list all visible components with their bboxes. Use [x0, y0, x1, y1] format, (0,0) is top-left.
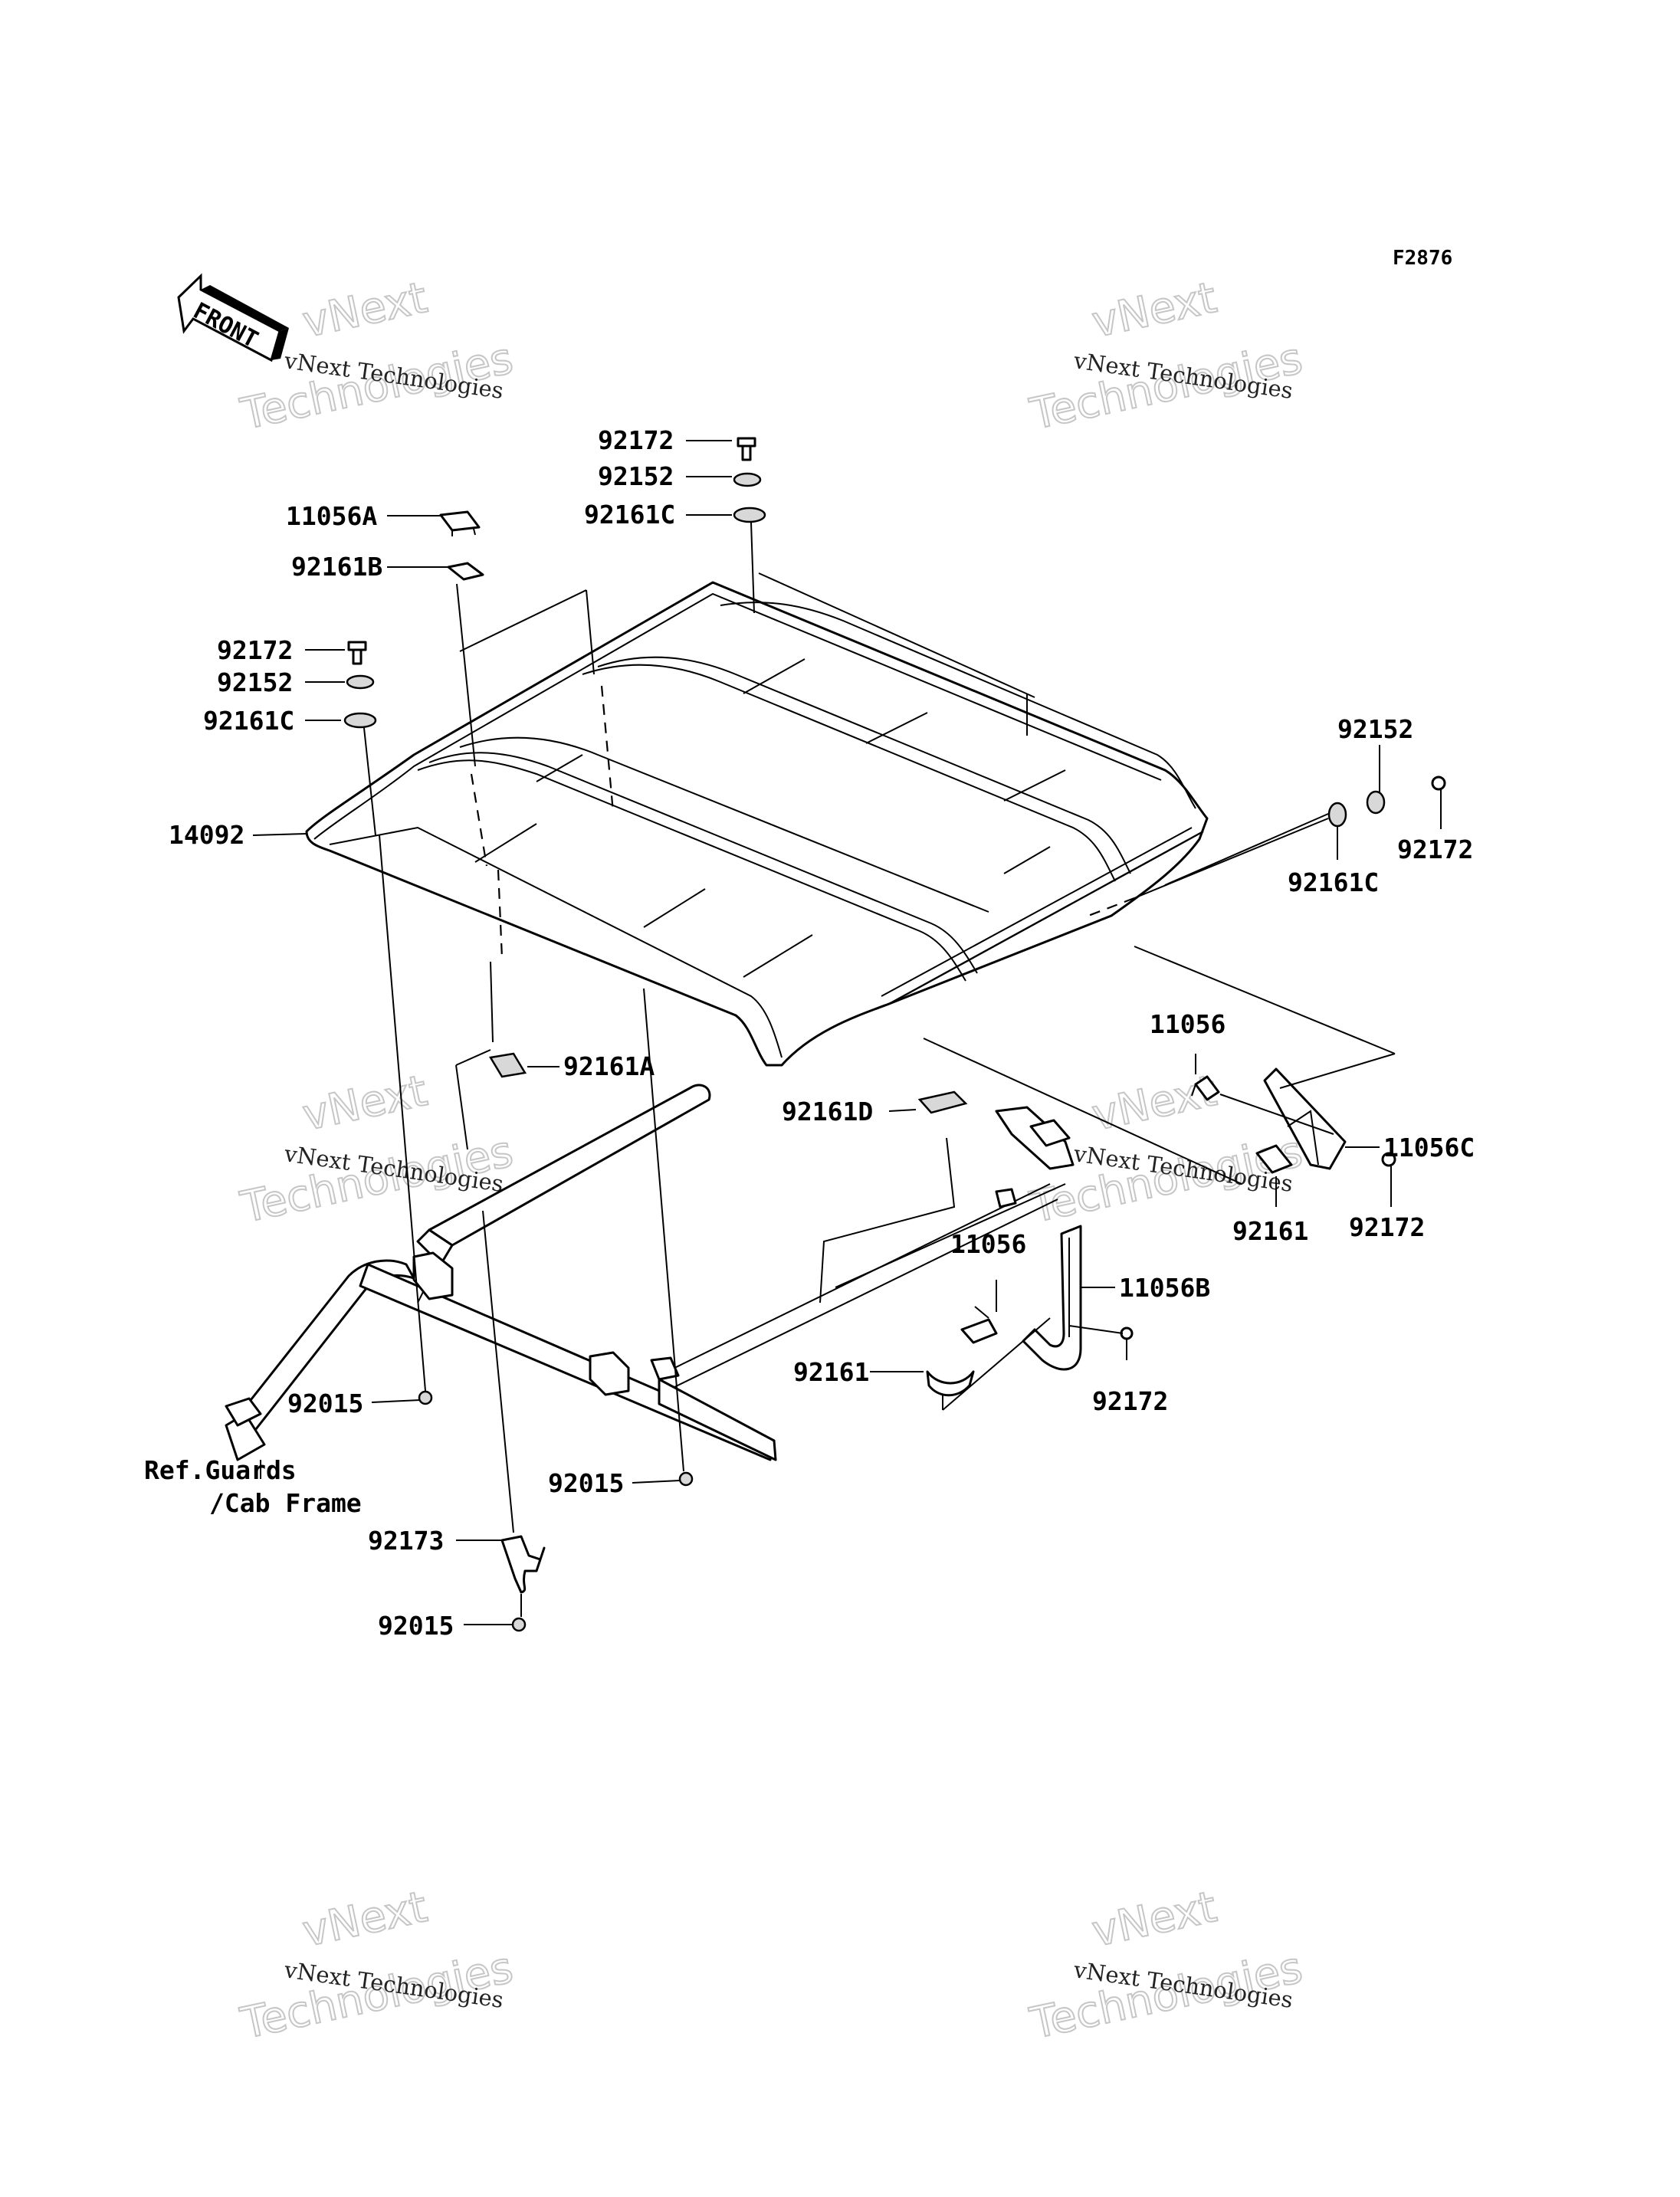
label-14092: 14092 — [169, 820, 244, 850]
svg-text:vNext: vNext — [1088, 1066, 1221, 1141]
svg-text:vNext: vNext — [298, 273, 431, 348]
washer-92152-right — [1366, 790, 1386, 815]
watermark-bottom-right: vNext Technologies vNext Technologies — [1025, 1881, 1307, 2050]
label-ref-guards: Ref.Guards — [144, 1455, 297, 1485]
label-92161A: 92161A — [563, 1051, 655, 1081]
label-92172-top: 92172 — [598, 425, 674, 455]
nut-92015-center — [678, 1471, 694, 1487]
label-92152-left: 92152 — [217, 667, 293, 697]
cab-frame — [225, 1084, 1075, 1461]
leader-lines — [252, 440, 1442, 1625]
bolt-92172-mid — [1381, 1152, 1396, 1167]
pad-92161A — [488, 1052, 527, 1078]
bolt-92172-top — [737, 437, 756, 461]
label-92015-bottom: 92015 — [378, 1611, 454, 1641]
label-92172-low: 92172 — [1092, 1386, 1168, 1416]
svg-text:vNext: vNext — [298, 1066, 431, 1141]
label-92161C-left: 92161C — [203, 706, 294, 736]
label-92161B: 92161B — [291, 552, 382, 582]
label-92161C-right: 92161C — [1288, 867, 1379, 897]
label-11056B: 11056B — [1119, 1273, 1210, 1303]
nut-92015-left — [418, 1390, 433, 1405]
svg-text:vNext: vNext — [1088, 273, 1221, 348]
label-11056C: 11056C — [1383, 1133, 1475, 1162]
pad-92161D — [917, 1090, 968, 1114]
label-92161D: 92161D — [782, 1097, 873, 1126]
label-92172-left: 92172 — [217, 635, 293, 665]
label-11056-mid: 11056 — [950, 1229, 1026, 1259]
bracket-11056-mid — [960, 1306, 998, 1344]
bracket-11056A — [439, 510, 481, 536]
washer-92152-top — [733, 472, 762, 487]
grommet-92161C-right — [1327, 802, 1347, 828]
label-92173: 92173 — [368, 1526, 444, 1556]
label-11056-right: 11056 — [1150, 1009, 1226, 1039]
pad-92161B — [447, 562, 484, 581]
part-labels: 92172 92152 92161C 11056A 92161B 92172 9… — [144, 425, 1475, 1641]
clip-92161-right — [1255, 1144, 1293, 1174]
watermark-top-right: vNext Technologies vNext Technologies — [1025, 272, 1307, 441]
label-92161-right: 92161 — [1232, 1216, 1308, 1246]
label-cab-frame: /Cab Frame — [209, 1488, 362, 1518]
watermark-bottom-left: vNext Technologies vNext Technologies — [235, 1881, 517, 2050]
label-11056A: 11056A — [286, 501, 377, 531]
grommet-92161C-top — [733, 507, 766, 523]
label-92152-right: 92152 — [1337, 714, 1413, 744]
bolt-92172-low — [1120, 1326, 1134, 1340]
label-92172-right: 92172 — [1397, 835, 1473, 864]
clamp-92173 — [500, 1535, 546, 1594]
washer-92152-left — [346, 674, 375, 690]
bolt-92172-left — [347, 641, 367, 665]
roof-panel — [305, 581, 1209, 1067]
bracket-11056B — [1022, 1225, 1082, 1371]
diagram-code: F2876 — [1393, 247, 1452, 270]
label-92015-center: 92015 — [548, 1468, 624, 1498]
bolt-92172-right — [1431, 776, 1446, 791]
front-arrow-icon: FRONT — [177, 273, 289, 362]
nut-92015-bottom — [511, 1617, 527, 1632]
label-92152-top: 92152 — [598, 461, 674, 491]
label-92172-mid: 92172 — [1349, 1212, 1425, 1242]
grommet-92161C-left — [343, 712, 377, 729]
svg-text:vNext: vNext — [1088, 1882, 1221, 1957]
clip-92161-mid — [926, 1370, 975, 1397]
svg-text:vNext: vNext — [298, 1882, 431, 1957]
label-92015-left: 92015 — [287, 1389, 363, 1418]
label-92161-mid: 92161 — [793, 1357, 869, 1387]
label-92161C-top: 92161C — [584, 500, 675, 530]
bracket-11056-right — [1191, 1075, 1220, 1101]
